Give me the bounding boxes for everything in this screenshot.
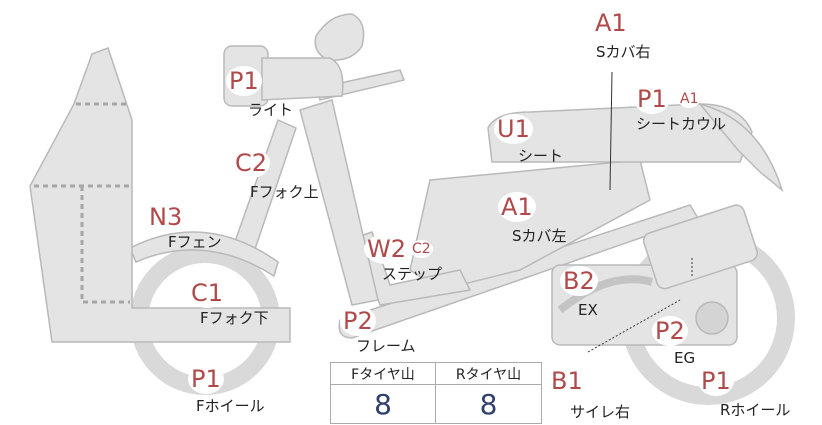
tread-depth-table: Fタイヤ山 Rタイヤ山 8 8 bbox=[330, 362, 542, 424]
engine-label: EG bbox=[674, 349, 696, 367]
front-fender-shape bbox=[129, 231, 279, 278]
front-fender-code: N3 bbox=[146, 202, 186, 232]
side-cover-left-code: A1 bbox=[498, 192, 536, 222]
side-cover-right-label: Sカバ右 bbox=[596, 43, 651, 61]
front-tread-header: Fタイヤ山 bbox=[331, 363, 436, 385]
fork-upper-label: Fフォク上 bbox=[250, 183, 319, 201]
step-shape bbox=[354, 231, 472, 306]
side-cover-right-code: A1 bbox=[592, 8, 630, 38]
front-wheel-label: Fホイール bbox=[196, 397, 265, 415]
seat-cowl-code: P1 bbox=[634, 84, 670, 114]
front-tread-value: 8 bbox=[331, 385, 436, 423]
seat-cowl-label: シートカウル bbox=[636, 115, 727, 133]
step-code: W2 bbox=[364, 234, 409, 264]
frame-lower-shape bbox=[338, 204, 700, 339]
seat-cowl-shape bbox=[697, 102, 784, 193]
rear-tread-value: 8 bbox=[479, 387, 498, 421]
fork-lower-label: Fフォク下 bbox=[200, 309, 269, 327]
frame-tube-shape bbox=[299, 99, 379, 306]
exhaust-code: B2 bbox=[560, 266, 598, 296]
seat-cowl-code-secondary: A1 bbox=[678, 90, 701, 108]
rear-tread-header: Rタイヤ山 bbox=[436, 363, 541, 385]
rear-wheel-label: Rホイール bbox=[720, 401, 791, 419]
exhaust-label: EX bbox=[578, 301, 598, 319]
seat-code: U1 bbox=[494, 114, 533, 144]
muffler-right-label: サイレ右 bbox=[570, 403, 631, 421]
fork-lower-code: C1 bbox=[188, 278, 227, 308]
leader-muffler-right bbox=[587, 299, 681, 353]
front-fender-label: Fフェン bbox=[168, 233, 222, 251]
leader-side-cover-right bbox=[609, 71, 613, 191]
side-cover-left-label: Sカバ左 bbox=[512, 227, 567, 245]
fairing-shape bbox=[29, 47, 291, 343]
frame-label: フレーム bbox=[356, 337, 416, 355]
fork-upper-code: C2 bbox=[232, 148, 271, 178]
seat-label: シート bbox=[518, 147, 564, 165]
front-wheel-code: P1 bbox=[188, 364, 224, 394]
exhaust-shape bbox=[557, 275, 654, 314]
light-code: P1 bbox=[226, 66, 262, 96]
step-code-secondary: C2 bbox=[410, 240, 433, 258]
frame-code: P2 bbox=[340, 306, 376, 336]
step-label: ステップ bbox=[382, 265, 443, 283]
muffler-right-code: B1 bbox=[548, 366, 586, 396]
light-label: ライト bbox=[248, 101, 294, 119]
mirror-shape bbox=[314, 13, 365, 61]
rear-wheel-code: P1 bbox=[698, 366, 734, 396]
engine-code: P2 bbox=[652, 316, 688, 346]
